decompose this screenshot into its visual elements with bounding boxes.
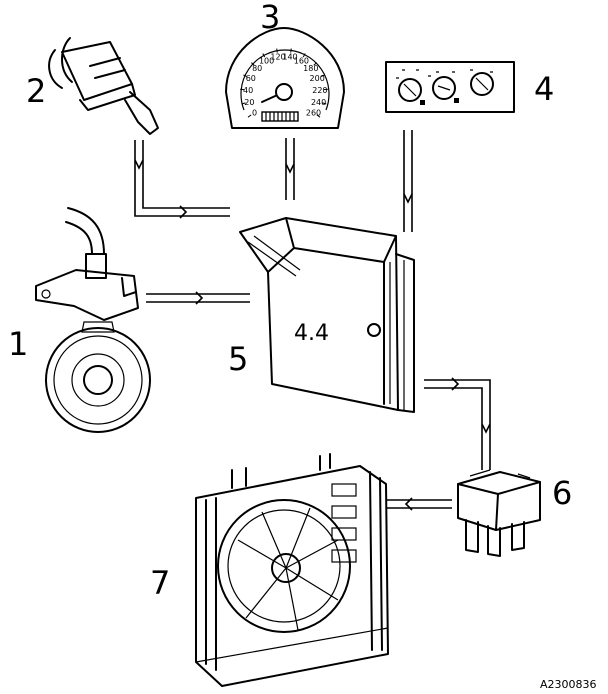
speedometer-tick-mark	[262, 53, 266, 58]
speedometer-tick-label: 160	[294, 57, 309, 66]
speedometer-tick-label: 40	[243, 86, 253, 95]
speedometer-tick-label: 140	[282, 53, 297, 62]
speedometer-tick-mark	[322, 102, 327, 105]
arrow-speedometer-to-control-unit	[285, 138, 295, 200]
arrow-coolant-to-control-unit	[134, 140, 230, 219]
radiator-fan-illustration	[195, 453, 389, 687]
label-climate-panel: 4	[534, 70, 554, 108]
speedometer-tick-mark	[243, 74, 248, 78]
speedometer-tick-label: 20	[244, 98, 254, 107]
relay-illustration	[457, 469, 541, 557]
speedometer-tick-label: 0	[252, 109, 257, 118]
climate-panel-illustration	[385, 61, 515, 113]
flywheel-sensor-illustration	[35, 207, 151, 433]
speedometer-tick-label: 180	[303, 64, 318, 73]
speedometer-tick-mark	[276, 48, 278, 53]
speedometer-tick-mark	[302, 53, 306, 58]
arrow-climate-to-control-unit	[403, 130, 413, 232]
arrow-control-unit-to-relay	[424, 377, 491, 470]
label-speedometer: 3	[260, 0, 280, 36]
label-relay: 6	[552, 474, 572, 512]
figure-code: A2300836	[540, 678, 597, 691]
speedometer-tick-mark	[320, 74, 325, 78]
arrow-relay-to-radiator-fan	[386, 497, 452, 511]
label-control-unit: 5	[228, 340, 248, 378]
speedometer-tick-label: 220	[312, 86, 327, 95]
speedometer-tick-label: 200	[310, 74, 325, 83]
speedometer-tick-mark	[313, 62, 318, 66]
label-coolant-sensor: 2	[26, 72, 46, 110]
label-radiator-fan: 7	[150, 564, 170, 602]
speedometer-tick-mark	[290, 48, 292, 53]
speedometer-tick-label: 260	[306, 109, 321, 118]
speedometer-tick-label: 120	[270, 53, 285, 62]
speedometer-tick-label: 80	[252, 64, 262, 73]
speedometer-tick-label: 60	[246, 74, 256, 83]
label-flywheel-sensor: 1	[8, 325, 28, 363]
arrow-flywheel-to-control-unit	[146, 291, 250, 305]
coolant-sensor-illustration	[48, 37, 159, 135]
control-unit-illustration	[239, 217, 415, 413]
speedometer-tick-mark	[316, 114, 321, 118]
speedometer-tick-mark	[247, 114, 252, 118]
speedometer-tick-label: 100	[259, 57, 274, 66]
speedometer-tick-label: 240	[311, 98, 326, 107]
control-unit-text: 4.4	[294, 321, 329, 346]
speedometer-tick-mark	[241, 102, 246, 105]
speedometer-tick-mark	[250, 62, 255, 66]
